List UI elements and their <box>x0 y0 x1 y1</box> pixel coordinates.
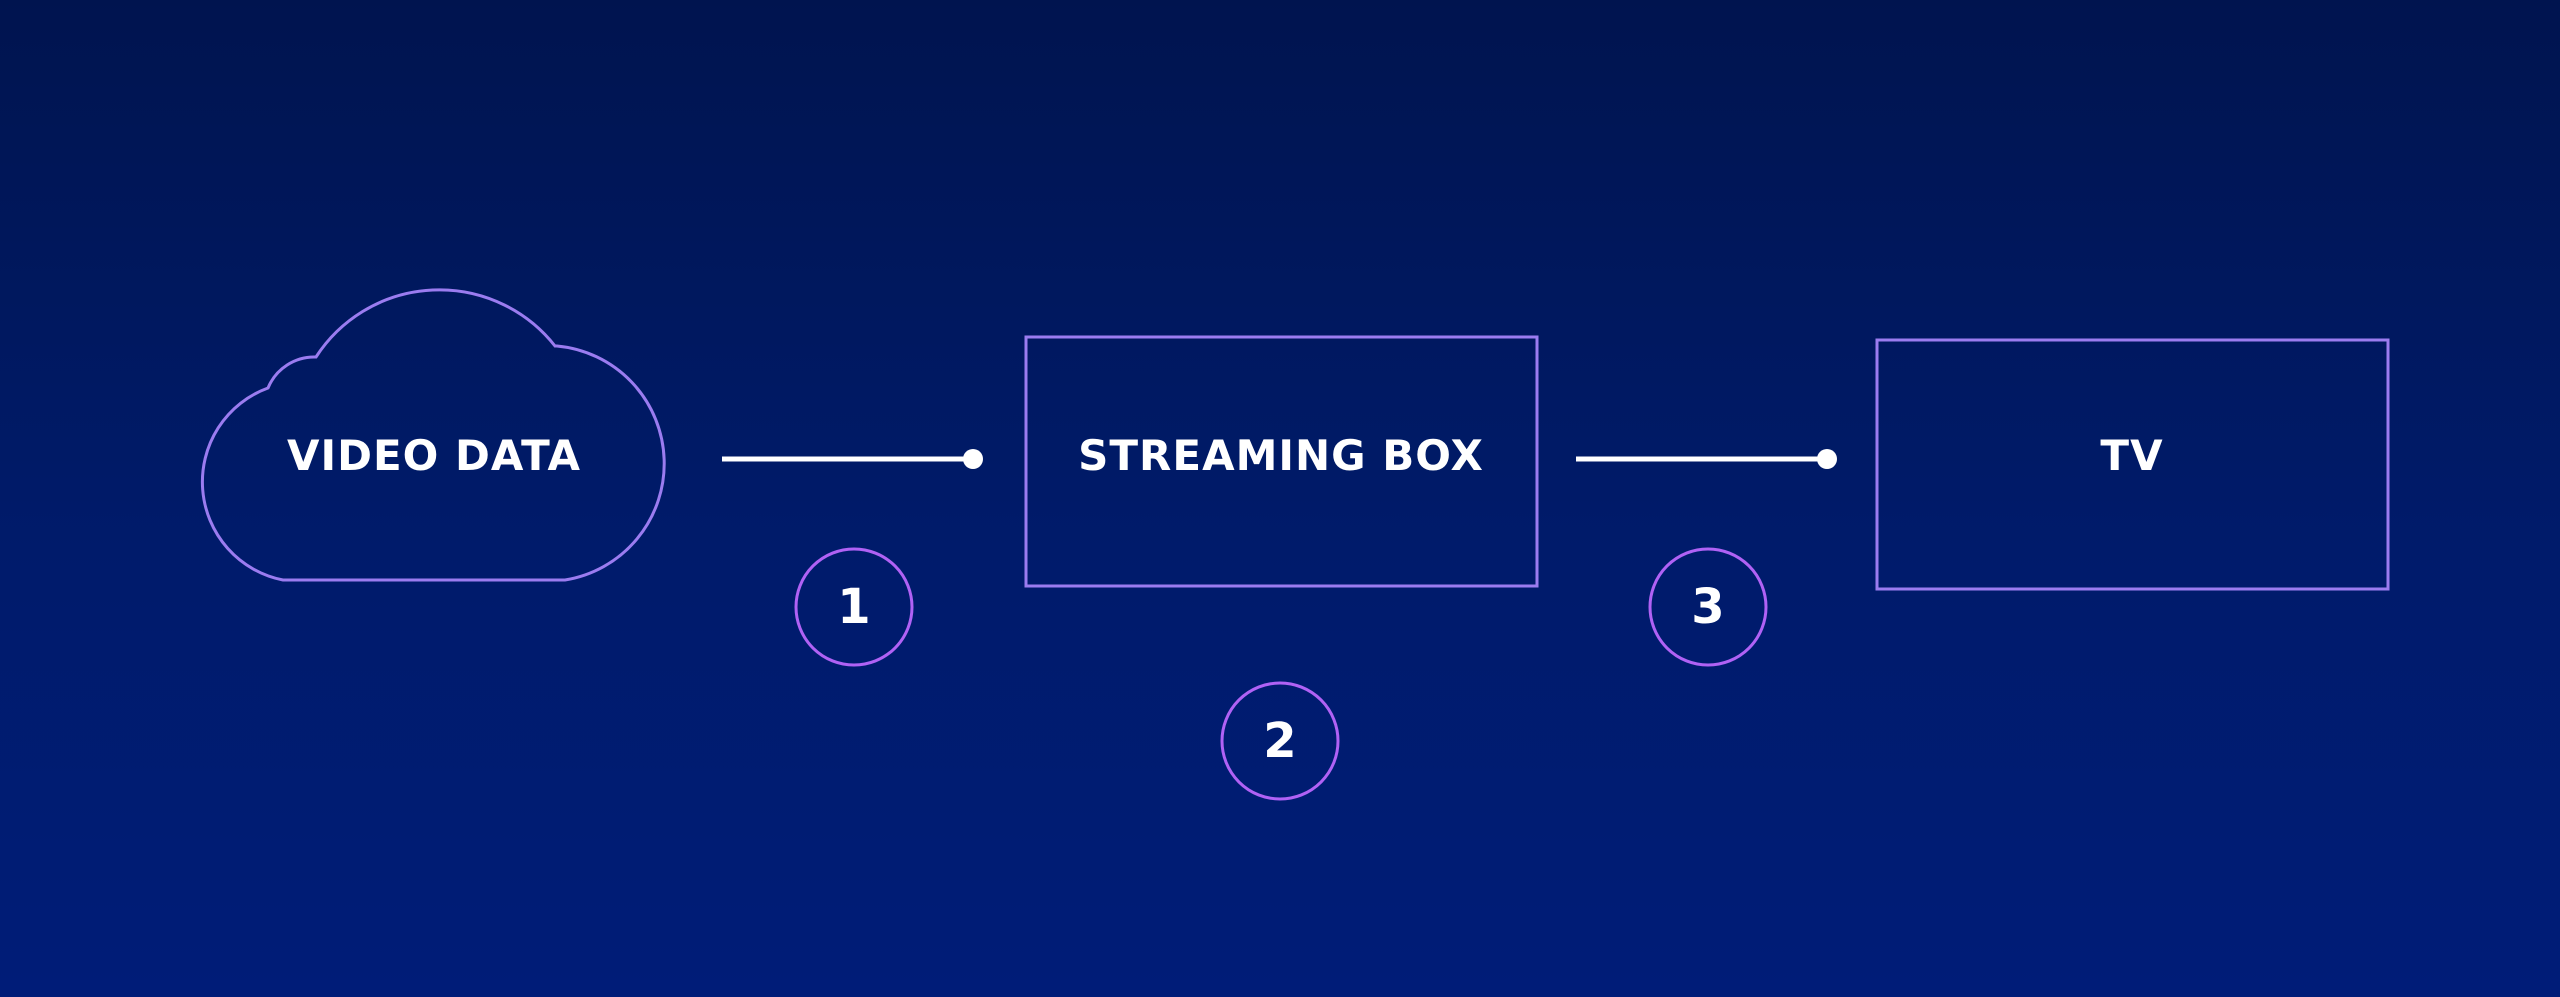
step-circle-3 <box>1648 547 1768 667</box>
streaming-box-node <box>1024 335 1539 588</box>
connector-dot-1 <box>963 449 983 469</box>
step-number-1: 1 <box>837 579 871 635</box>
connector-dot-2 <box>1817 449 1837 469</box>
step-circle-1 <box>794 547 914 667</box>
step-number-2: 2 <box>1263 713 1297 769</box>
cloud-node <box>200 288 666 582</box>
step-number-3: 3 <box>1691 579 1725 635</box>
tv-node <box>1875 338 2390 591</box>
tv-label: TV <box>2100 431 2164 480</box>
video-data-label: VIDEO DATA <box>286 431 581 480</box>
streaming-box-label: STREAMING BOX <box>1078 431 1484 480</box>
step-circle-2 <box>1220 681 1340 801</box>
